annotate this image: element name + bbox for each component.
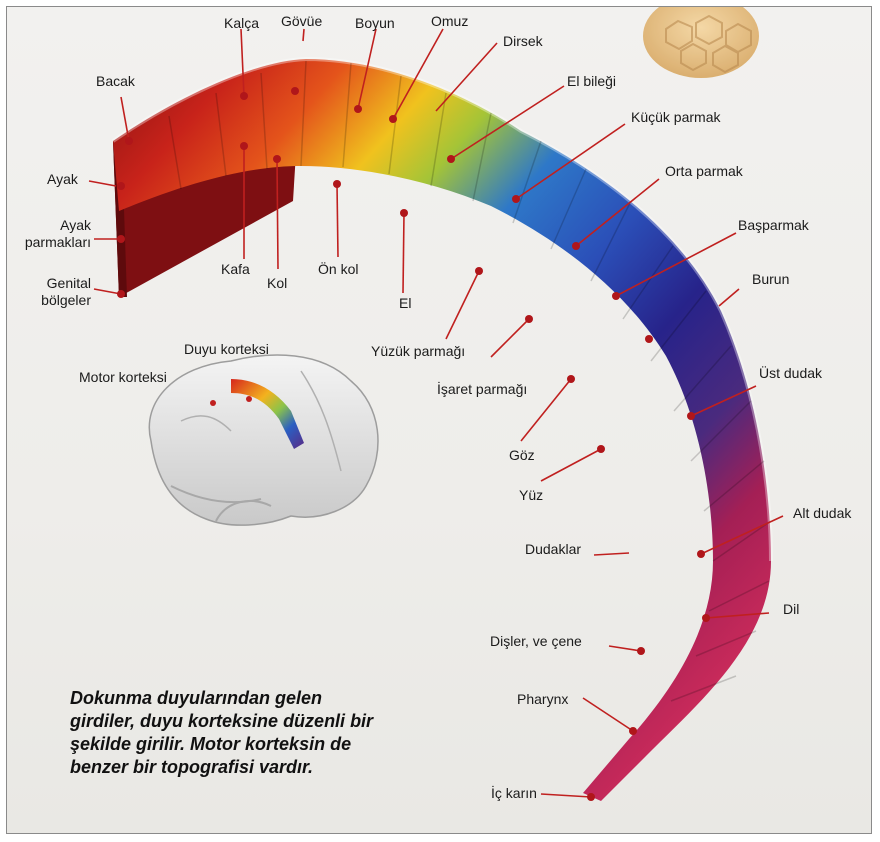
label-yuzuk-parmagi: Yüzük parmağı: [371, 343, 465, 359]
figure-caption: Dokunma duyularından gelen girdiler, duy…: [70, 687, 390, 779]
label-on-kol: Ön kol: [318, 261, 358, 277]
label-dirsek: Dirsek: [503, 33, 543, 49]
label-el: El: [399, 295, 411, 311]
label-omuz: Omuz: [431, 13, 468, 29]
brain-illustration: [149, 355, 378, 525]
label-ust-dudak: Üst dudak: [759, 365, 822, 381]
label-genital-line2: bölgeler: [11, 292, 91, 308]
label-bacak: Bacak: [96, 73, 135, 89]
label-motor-korteksi: Motor korteksi: [79, 369, 167, 385]
label-yuz: Yüz: [519, 487, 543, 503]
label-disler: Dişler, ve çene: [490, 633, 582, 649]
label-kafa: Kafa: [221, 261, 250, 277]
label-burun: Burun: [752, 271, 789, 287]
label-kalca: Kalça: [224, 15, 259, 31]
label-goz: Göz: [509, 447, 535, 463]
label-boyun: Boyun: [355, 15, 395, 31]
label-alt-dudak: Alt dudak: [793, 505, 851, 521]
label-dil: Dil: [783, 601, 799, 617]
label-dudaklar: Dudaklar: [525, 541, 581, 557]
label-govde: Gövüe: [281, 13, 322, 29]
label-kol: Kol: [267, 275, 287, 291]
label-orta-parmak: Orta parmak: [665, 163, 743, 179]
label-duyu-korteksi: Duyu korteksi: [184, 341, 269, 357]
label-ayak-parmaklari-line2: parmakları: [11, 234, 91, 250]
label-genital-line1: Genital: [11, 275, 91, 291]
figure-frame: Kalça Gövüe Boyun Omuz Dirsek Bacak El b…: [6, 6, 872, 834]
label-el-bilegi: El bileği: [567, 73, 616, 89]
label-ic-karin: İç karın: [491, 785, 537, 801]
label-kucuk-parmak: Küçük parmak: [631, 109, 720, 125]
label-pharynx: Pharynx: [517, 691, 568, 707]
label-ayak-parmaklari-line1: Ayak: [11, 217, 91, 233]
label-basparmak: Başparmak: [738, 217, 809, 233]
label-isaret-parmagi: İşaret parmağı: [437, 381, 527, 397]
honeycomb-decoration: [643, 7, 759, 78]
label-ayak: Ayak: [47, 171, 78, 187]
